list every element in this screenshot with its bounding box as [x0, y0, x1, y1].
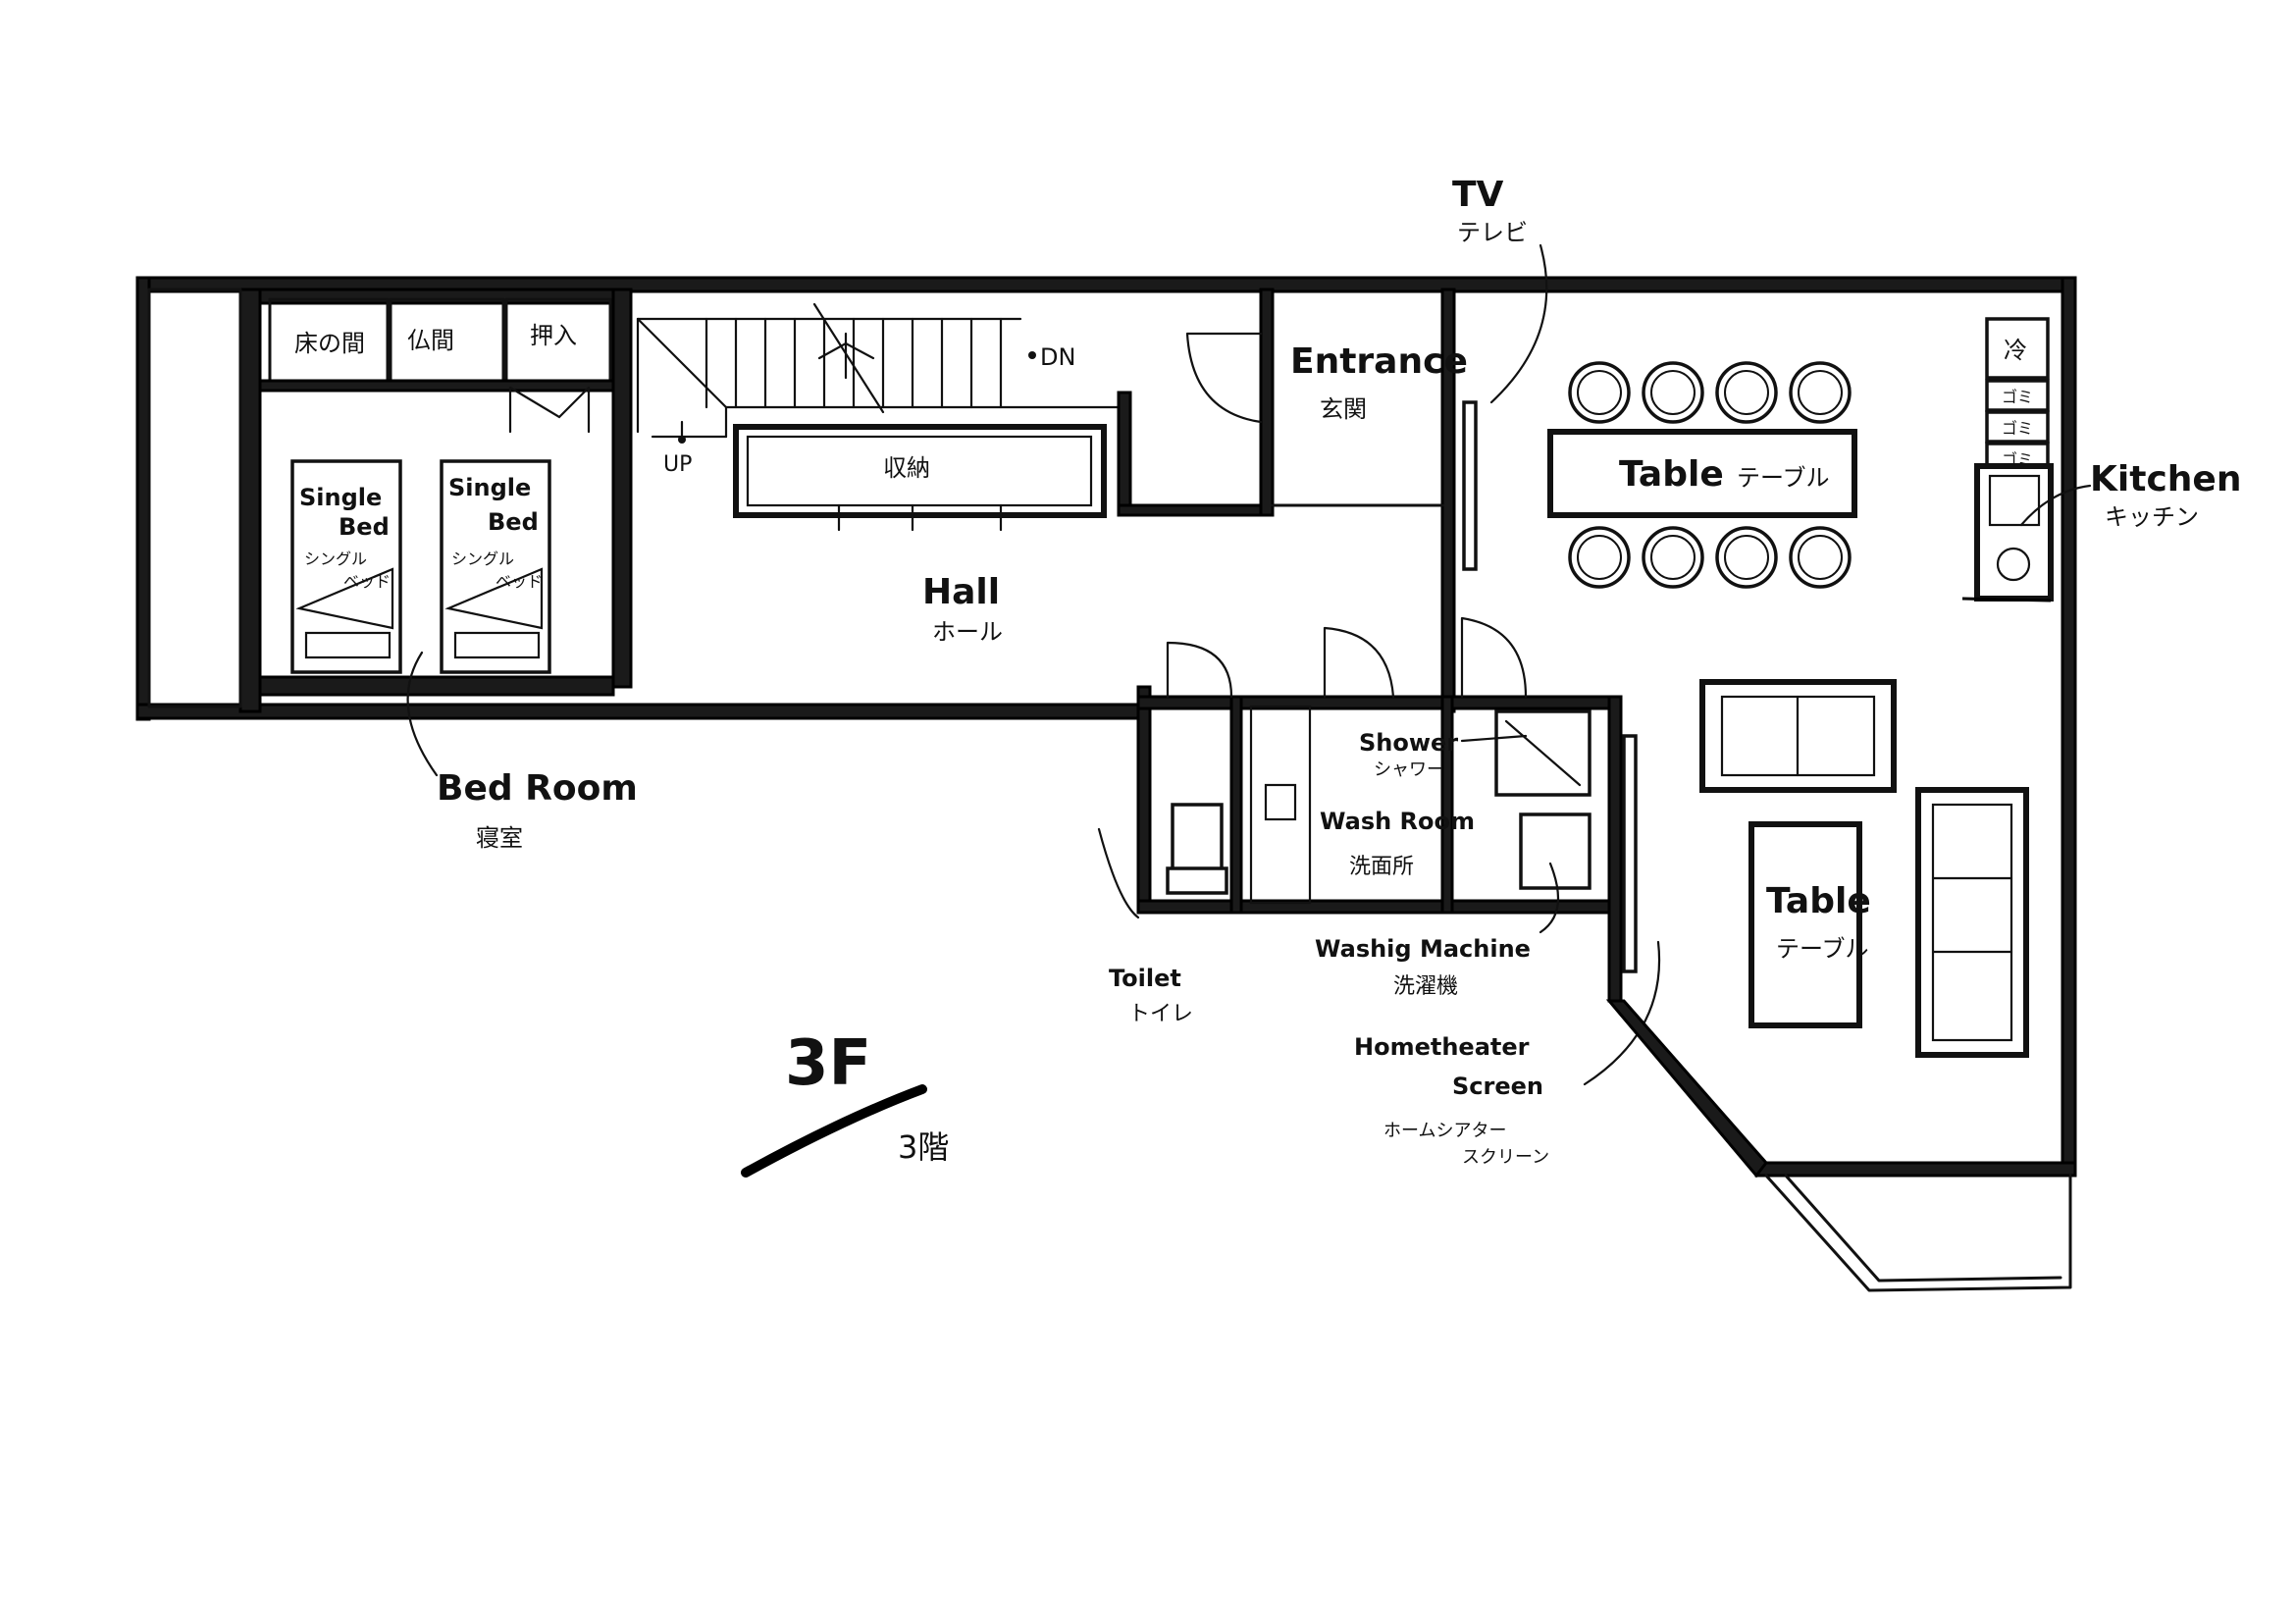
toilet-label-jp: トイレ: [1128, 1002, 1193, 1026]
bedroom-label-en: Bed Room: [437, 768, 638, 809]
hometheater-screen: [1622, 734, 1638, 973]
bedroom-callout-line: [406, 651, 439, 777]
dining-table-label-jp: テーブル: [1737, 464, 1830, 492]
bed2-label-en-2: Bed: [488, 508, 539, 536]
bed1-label-en-2: Bed: [339, 513, 390, 541]
theater-label-en-2: Screen: [1452, 1073, 1543, 1100]
theater-label-jp-1: ホームシアター: [1383, 1121, 1506, 1141]
hall-living-door: [1460, 616, 1528, 699]
bed1-label-en-1: Single: [299, 484, 382, 511]
washroom-label-en: Wash Room: [1320, 808, 1475, 835]
washing-callout-line: [1539, 862, 1560, 934]
theater-label-en-1: Hometheater: [1354, 1033, 1530, 1061]
closet-tokonoma-label: 床の間: [294, 330, 365, 357]
entrance-left-wall: [1259, 288, 1275, 517]
bedroom-label-jp: 寝室: [476, 824, 523, 852]
theater-callout-line: [1583, 940, 1661, 1086]
entrance-label-jp: 玄関: [1320, 395, 1367, 423]
dining-table: [1547, 361, 1857, 589]
trash-label-3: ゴミ: [2002, 450, 2033, 469]
shower-label-jp: シャワー: [1374, 760, 1444, 780]
washing-machine-label-en: Washig Machine: [1315, 935, 1531, 963]
trash-label-1: ゴミ: [2002, 388, 2033, 406]
bed2-label-jp-2: ベッド: [496, 572, 543, 591]
toilet-door: [1166, 641, 1233, 699]
staircase: [636, 302, 1130, 444]
floor-subtitle: 3階: [898, 1128, 949, 1166]
floor-title-underline: [741, 1084, 927, 1178]
hall-label-en: Hall: [922, 572, 1000, 612]
kitchen-label-en: Kitchen: [2090, 459, 2241, 499]
coffee-table-label-en: Table: [1766, 881, 1871, 921]
coffee-table-label-jp: テーブル: [1776, 935, 1869, 963]
storage-label: 収納: [883, 454, 930, 482]
entrance-label-en: Entrance: [1290, 341, 1468, 382]
kitchen-area: [1961, 317, 2054, 602]
tv-label-jp: テレビ: [1457, 219, 1528, 246]
shower-label-en: Shower: [1359, 729, 1458, 757]
coffee-table: [1748, 821, 1862, 1028]
closets: [258, 288, 615, 393]
shower-callout-line: [1460, 734, 1528, 743]
sofa-1: [1699, 679, 1897, 793]
stairs-down-label: DN: [1040, 343, 1075, 371]
single-bed-1: [290, 459, 402, 674]
closet-oshiire-label: 押入: [530, 322, 577, 349]
hall-stair-wall: [1117, 391, 1132, 517]
washing-machine-label-jp: 洗濯機: [1393, 974, 1458, 999]
bedroom-bottom-wall: [258, 675, 615, 697]
tv-callout-line: [1489, 243, 1548, 404]
theater-label-jp-2: スクリーン: [1462, 1147, 1549, 1168]
dining-table-label-en: Table: [1619, 454, 1724, 495]
kitchen-callout-line: [2019, 484, 2092, 527]
hall-label-jp: ホール: [932, 618, 1003, 646]
bed2-label-en-1: Single: [448, 474, 531, 501]
bed1-label-jp-1: シングル: [304, 550, 367, 568]
floor-title: 3F: [785, 1027, 871, 1100]
angled-wall-balcony: [1605, 999, 2072, 1292]
bed2-label-jp-1: シングル: [451, 550, 514, 568]
sofa-2: [1915, 787, 2029, 1058]
trash-label-2: ゴミ: [2002, 419, 2033, 438]
bed1-label-jp-2: ベッド: [343, 572, 391, 591]
bedroom-right-wall: [611, 288, 633, 689]
tv: [1462, 400, 1478, 571]
closet-door: [508, 386, 591, 434]
washroom-label-jp: 洗面所: [1349, 855, 1414, 879]
hall-entrance-wall: [1117, 503, 1273, 517]
stairs-up-label: UP: [663, 452, 692, 477]
entrance-door: [1185, 332, 1263, 424]
washroom-door: [1323, 626, 1395, 699]
toilet-callout-line: [1097, 827, 1140, 919]
bedroom-left-wall: [238, 288, 262, 713]
tv-label-en: TV: [1452, 175, 1504, 215]
fridge-label: 冷: [2004, 337, 2027, 364]
storage: [733, 424, 1107, 532]
toilet-label-en: Toilet: [1109, 965, 1181, 992]
closet-butsuma-label: 仏間: [407, 327, 454, 354]
balcony-left: [147, 288, 242, 708]
kitchen-label-jp: キッチン: [2105, 503, 2199, 531]
single-bed-2: [440, 459, 551, 674]
